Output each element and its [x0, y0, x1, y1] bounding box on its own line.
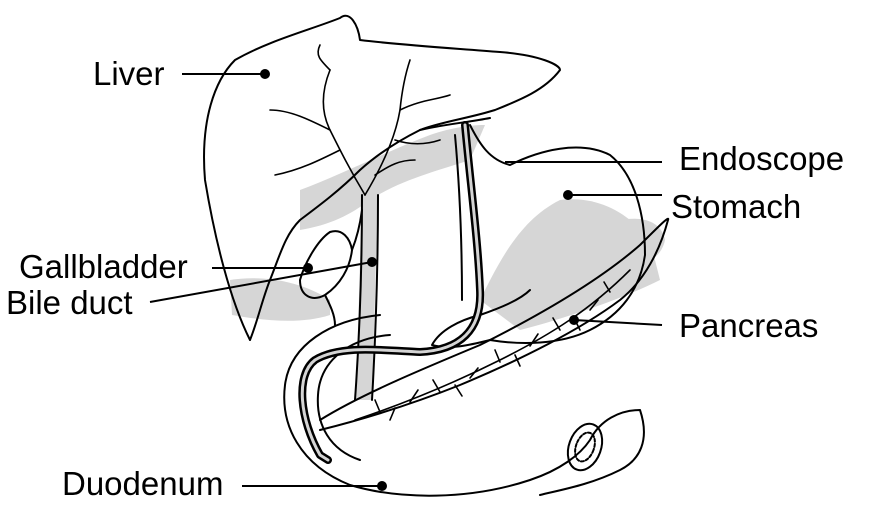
duodenum-outline: [284, 315, 644, 496]
liver-dot: [261, 70, 269, 78]
gallbladder-dot: [304, 264, 312, 272]
endoscope-label: Endoscope: [679, 142, 844, 175]
pancreas-label: Pancreas: [679, 309, 818, 342]
stomach-label: Stomach: [671, 190, 801, 223]
gallbladder-label: Gallbladder: [19, 250, 188, 283]
duodenum-label: Duodenum: [62, 467, 223, 500]
pancreas-dot: [570, 316, 578, 324]
bile-duct-dot: [368, 258, 376, 266]
bile-duct-label: Bile duct: [6, 286, 133, 319]
duodenum-dot: [378, 482, 386, 490]
stomach-dot: [564, 191, 572, 199]
liver-label: Liver: [93, 57, 165, 90]
